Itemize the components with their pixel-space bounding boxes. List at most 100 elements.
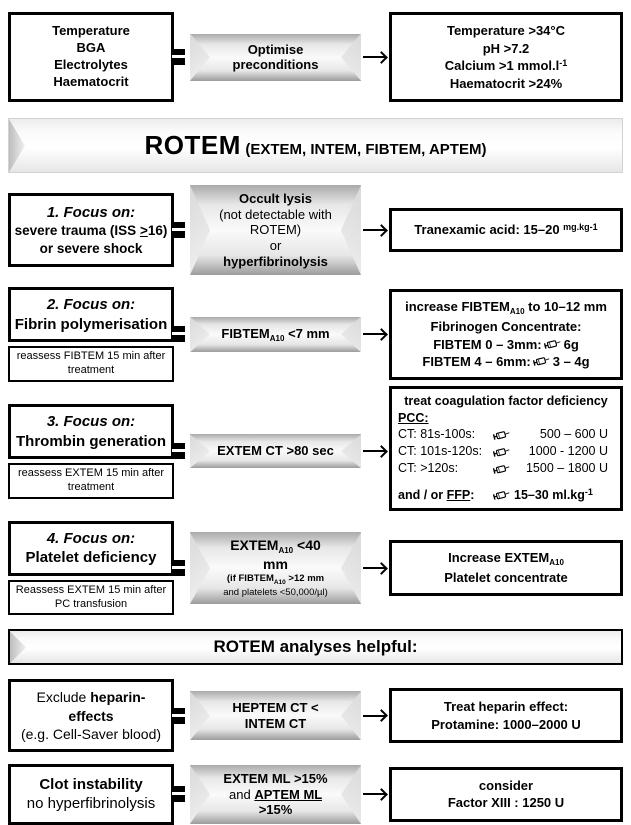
focus-title: 1. Focus on: [46,203,136,221]
syringe-icon [543,338,562,349]
banner-line: EXTEMA10 <40 mm [230,537,321,573]
extem-ct-banner: EXTEM CT >80 sec [190,434,361,469]
target-item: pH >7.2 [482,40,530,56]
row-1-trauma: 1. Focus on: severe trauma (ISS >16) or … [8,185,623,276]
result-line: FIBTEM 4 – 6mm:3 – 4g [422,354,590,370]
banner-line: EXTEM ML >15% [223,771,328,787]
row-preconditions: Temperature BGA Electrolytes Haematocrit… [8,12,623,103]
banner-line: and APTEM ML >15% [229,786,322,818]
right-arrow-icon [362,222,388,238]
syringe-icon [532,355,551,367]
focus-line: or severe shock [39,240,143,256]
equals-connector-icon [172,49,185,66]
focus-title: 2. Focus on: [46,296,136,314]
right-arrow-icon [362,49,388,65]
protamine-box: Treat heparin effect: Protamine: 1000–20… [389,688,623,744]
banner-condition: and platelets <50,000/µl) [223,586,328,598]
result-line: FIBTEM 0 – 3mm:6g [433,336,579,352]
extem-a10-banner: EXTEMA10 <40 mm (if FIBTEMA10 >12 mm and… [190,532,361,604]
target-item: Haematocrit >24% [449,75,563,91]
focus-line: Exclude heparin- [36,689,146,706]
syringe-icon [493,429,511,441]
rotem-analyses-helpful-band: ROTEM analyses helpful: [8,629,623,666]
row-4-platelet: 4. Focus on: Platelet deficiency Reasses… [8,520,623,616]
result-title: treat coagulation factor deficiency [404,393,608,408]
reassess-note: reassess FIBTEM 15 min after treatment [8,346,174,382]
focus-2-box: 2. Focus on: Fibrin polymerisation [8,287,174,343]
right-arrow-icon [362,786,388,802]
equals-connector-icon [172,560,185,577]
syringe-icon [493,446,511,458]
banner-label: Optimise preconditions [232,41,319,73]
focus-line: severe trauma (ISS >16) [14,223,168,239]
pcc-label: PCC: [398,410,429,425]
focus-line: Thrombin generation [16,432,166,450]
equals-connector-icon [172,707,185,724]
tranexamic-acid-box: Tranexamic acid: 15–20 mg.kg-1 [389,208,623,252]
band-title: ROTEM [144,130,241,161]
optimise-preconditions-banner: Optimise preconditions [190,33,361,81]
result-line: increase FIBTEMA10 to 10–12 mm [405,299,607,317]
ct-dose-row: CT: >120s: 1500 – 1800 U [398,461,608,476]
focus-4-box: 4. Focus on: Platelet deficiency [8,520,174,576]
focus-title: 4. Focus on: [46,529,136,547]
result-line: Protamine: 1000–2000 U [431,716,581,732]
ct-dose-row: CT: 101s-120s: 1000 - 1200 U [398,444,608,459]
result-line: Treat heparin effect: [443,699,569,715]
focus-line: Clot instability [39,775,143,793]
result-line: Fibrinogen Concentrate: [430,318,582,334]
precondition-item: Electrolytes [54,57,128,73]
row-3-thrombin: 3. Focus on: Thrombin generation reasses… [8,385,623,511]
row-6-clot-instability: Clot instability no hyperfibrinolysis EX… [8,763,623,825]
focus-line: effects [68,707,114,724]
heptem-intem-banner: HEPTEM CT < INTEM CT [190,691,361,741]
factor-xiii-box: consider Factor XIII : 1250 U [389,766,623,823]
precondition-item: Temperature [52,23,130,39]
result-line: consider [478,777,534,793]
preconditions-target-box: Temperature >34°C pH >7.2 Calcium >1 mmo… [389,12,623,103]
result-line: Factor XIII : 1250 U [447,795,565,811]
right-arrow-icon [362,708,388,724]
banner-line: or hyperfibrinolysis [223,237,328,269]
reassess-note: Reassess EXTEM 15 min after PC transfusi… [8,579,174,616]
right-arrow-icon [362,326,388,342]
ct-dose-row: CT: 81s-100s: 500 – 600 U [398,427,608,442]
right-arrow-icon [362,443,388,459]
target-item: Temperature >34°C [446,23,566,38]
target-item: Calcium >1 mmol.l-1 [444,58,568,74]
preconditions-input-box: Temperature BGA Electrolytes Haematocrit [8,12,174,102]
pcc-dosing-box: treat coagulation factor deficiency PCC:… [389,385,623,511]
fibtem-banner: FIBTEMA10 <7 mm [190,316,361,353]
right-arrow-icon [362,560,388,576]
focus-title: 3. Focus on: [46,413,136,431]
focus-line: (e.g. Cell-Saver blood) [20,725,162,742]
focus-line: Fibrin polymerisation [14,315,168,333]
focus-3-box: 3. Focus on: Thrombin generation [8,404,174,460]
rotem-header-band: ROTEM (EXTEM, INTEM, FIBTEM, APTEM) [8,118,623,174]
exclude-heparin-box: Exclude heparin- effects (e.g. Cell-Save… [8,679,174,752]
band-title: ROTEM analyses helpful: [213,637,418,657]
reassess-note: reassess EXTEM 15 min after treatment [8,463,174,499]
extem-aptem-ml-banner: EXTEM ML >15% and APTEM ML >15% [190,765,361,824]
equals-connector-icon [172,443,185,460]
syringe-icon [493,463,511,474]
focus-1-box: 1. Focus on: severe trauma (ISS >16) or … [8,192,174,268]
clot-instability-box: Clot instability no hyperfibrinolysis [8,763,174,825]
occult-lysis-banner: Occult lysis (not detectable with ROTEM)… [190,185,361,276]
banner-condition: (if FIBTEMA10 >12 mm [226,572,325,586]
focus-line: Platelet deficiency [25,549,157,567]
result-line: Increase EXTEMA10 [448,550,564,568]
row-5-heparin: Exclude heparin- effects (e.g. Cell-Save… [8,679,623,752]
precondition-item: Haematocrit [53,73,129,89]
band-subtitle: (EXTEM, INTEM, FIBTEM, APTEM) [245,141,487,159]
row-2-fibrin: 2. Focus on: Fibrin polymerisation reass… [8,287,623,382]
banner-line: Occult lysis [239,191,312,207]
equals-connector-icon [172,786,185,803]
platelet-concentrate-box: Increase EXTEMA10 Platelet concentrate [389,540,623,596]
result-line: Platelet concentrate [444,570,568,586]
syringe-icon [493,489,511,501]
banner-line: (not detectable with ROTEM) [219,206,332,238]
precondition-item: BGA [76,40,106,56]
equals-connector-icon [172,222,185,239]
